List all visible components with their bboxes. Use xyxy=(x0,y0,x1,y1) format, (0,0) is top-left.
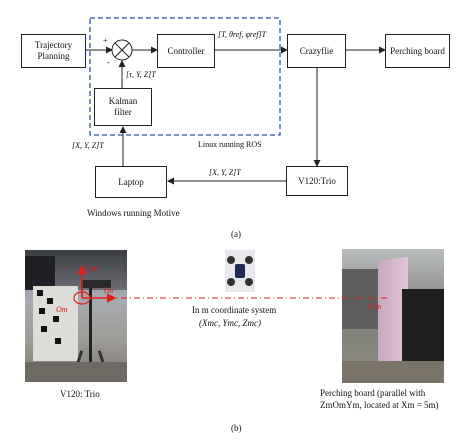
v120-to-laptop-signal: [X, Y, Z]T xyxy=(209,168,241,177)
minus-sign: - xyxy=(107,58,110,67)
panel-b-label: (b) xyxy=(231,423,242,433)
perching-board-photo xyxy=(342,249,444,383)
ym-label: Ym xyxy=(103,286,114,295)
controller-output-signal: [T, θref, φref]T xyxy=(218,30,267,39)
om-label: Om xyxy=(56,305,68,314)
controller-block: Controller xyxy=(157,34,215,68)
perching-caption-line2: ZmOmYm, located at Xm = 5m) xyxy=(320,400,439,410)
perching-board-block: Perching board xyxy=(385,34,450,68)
ros-region-label: Linux running ROS xyxy=(198,140,262,149)
kalman-filter-block: Kalman filter xyxy=(94,88,152,126)
laptop-caption: Windows running Motive xyxy=(87,208,180,218)
crazyflie-block: Crazyflie xyxy=(287,34,346,68)
coord-tuple-text: (Xmc, Ymc, Zmc) xyxy=(199,318,261,328)
panel-a-label: (a) xyxy=(231,229,241,239)
plus-sign: + xyxy=(103,36,108,45)
trajectory-planning-block: Trajectory Planning xyxy=(21,34,86,68)
zm-label: Zm xyxy=(88,264,99,273)
drone-photo xyxy=(225,250,255,292)
origin-marker xyxy=(73,291,91,305)
laptop-block: Laptop xyxy=(95,166,167,198)
kalman-output-signal: [τ, Y, Z]T xyxy=(126,70,156,79)
ros-region-box xyxy=(89,17,281,136)
v120-trio-block: V120:Trio xyxy=(286,166,348,196)
laptop-to-kalman-signal: [X, Y, Z]T xyxy=(72,141,104,150)
om-prime-label: O'm xyxy=(368,302,382,311)
v120-trio-caption: V120: Trio xyxy=(60,389,100,399)
perching-caption-line1: Perching board (parallel with xyxy=(320,388,426,398)
v120-trio-photo xyxy=(25,250,127,382)
coord-system-text: In m coordinate system xyxy=(192,305,277,315)
